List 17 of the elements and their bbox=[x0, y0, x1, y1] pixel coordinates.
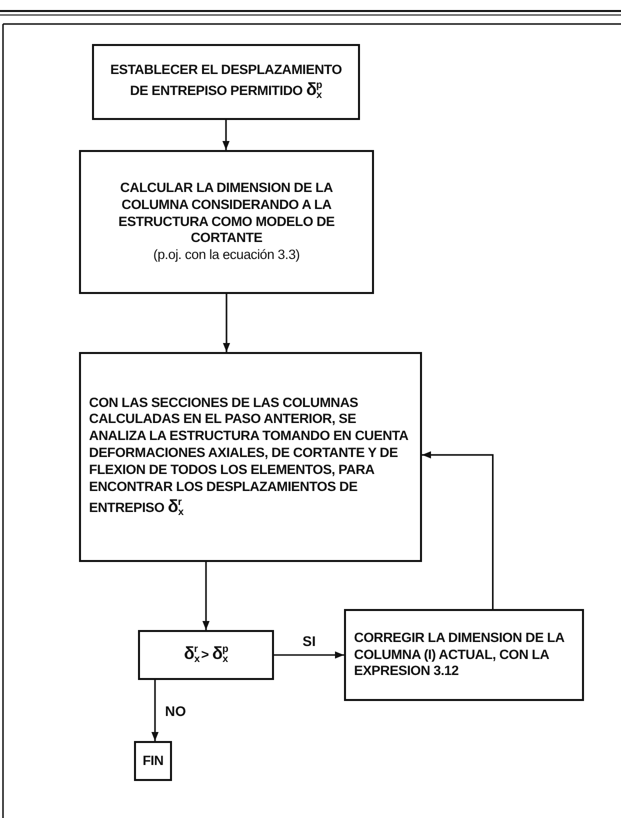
arrow bbox=[422, 451, 494, 609]
arrow bbox=[222, 120, 230, 150]
arrow bbox=[202, 562, 210, 630]
arrow bbox=[151, 680, 159, 741]
end-box bbox=[134, 741, 172, 781]
step-text: FIN bbox=[142, 752, 164, 770]
condition-box bbox=[138, 630, 274, 680]
arrow bbox=[222, 294, 230, 352]
process-box bbox=[79, 352, 422, 562]
equation-note: (p.oj. con la ecuación 3.3) bbox=[152, 247, 301, 264]
arrow bbox=[274, 651, 344, 659]
step-text: CALCULAR LA DIMENSION DE LA COLUMNA CONSIDERANDO A LA ESTRUCTURA COMO MODELO DE CORTANTE bbox=[117, 180, 336, 248]
process-box bbox=[92, 44, 360, 120]
step-text: CORREGIR LA DIMENSION DE LA COLUMNA (I) ACTUAL, CON LA EXPRESION 3.12 bbox=[354, 630, 566, 680]
edge-label: SI bbox=[300, 633, 318, 649]
process-box bbox=[79, 150, 374, 294]
process-box bbox=[344, 609, 584, 701]
